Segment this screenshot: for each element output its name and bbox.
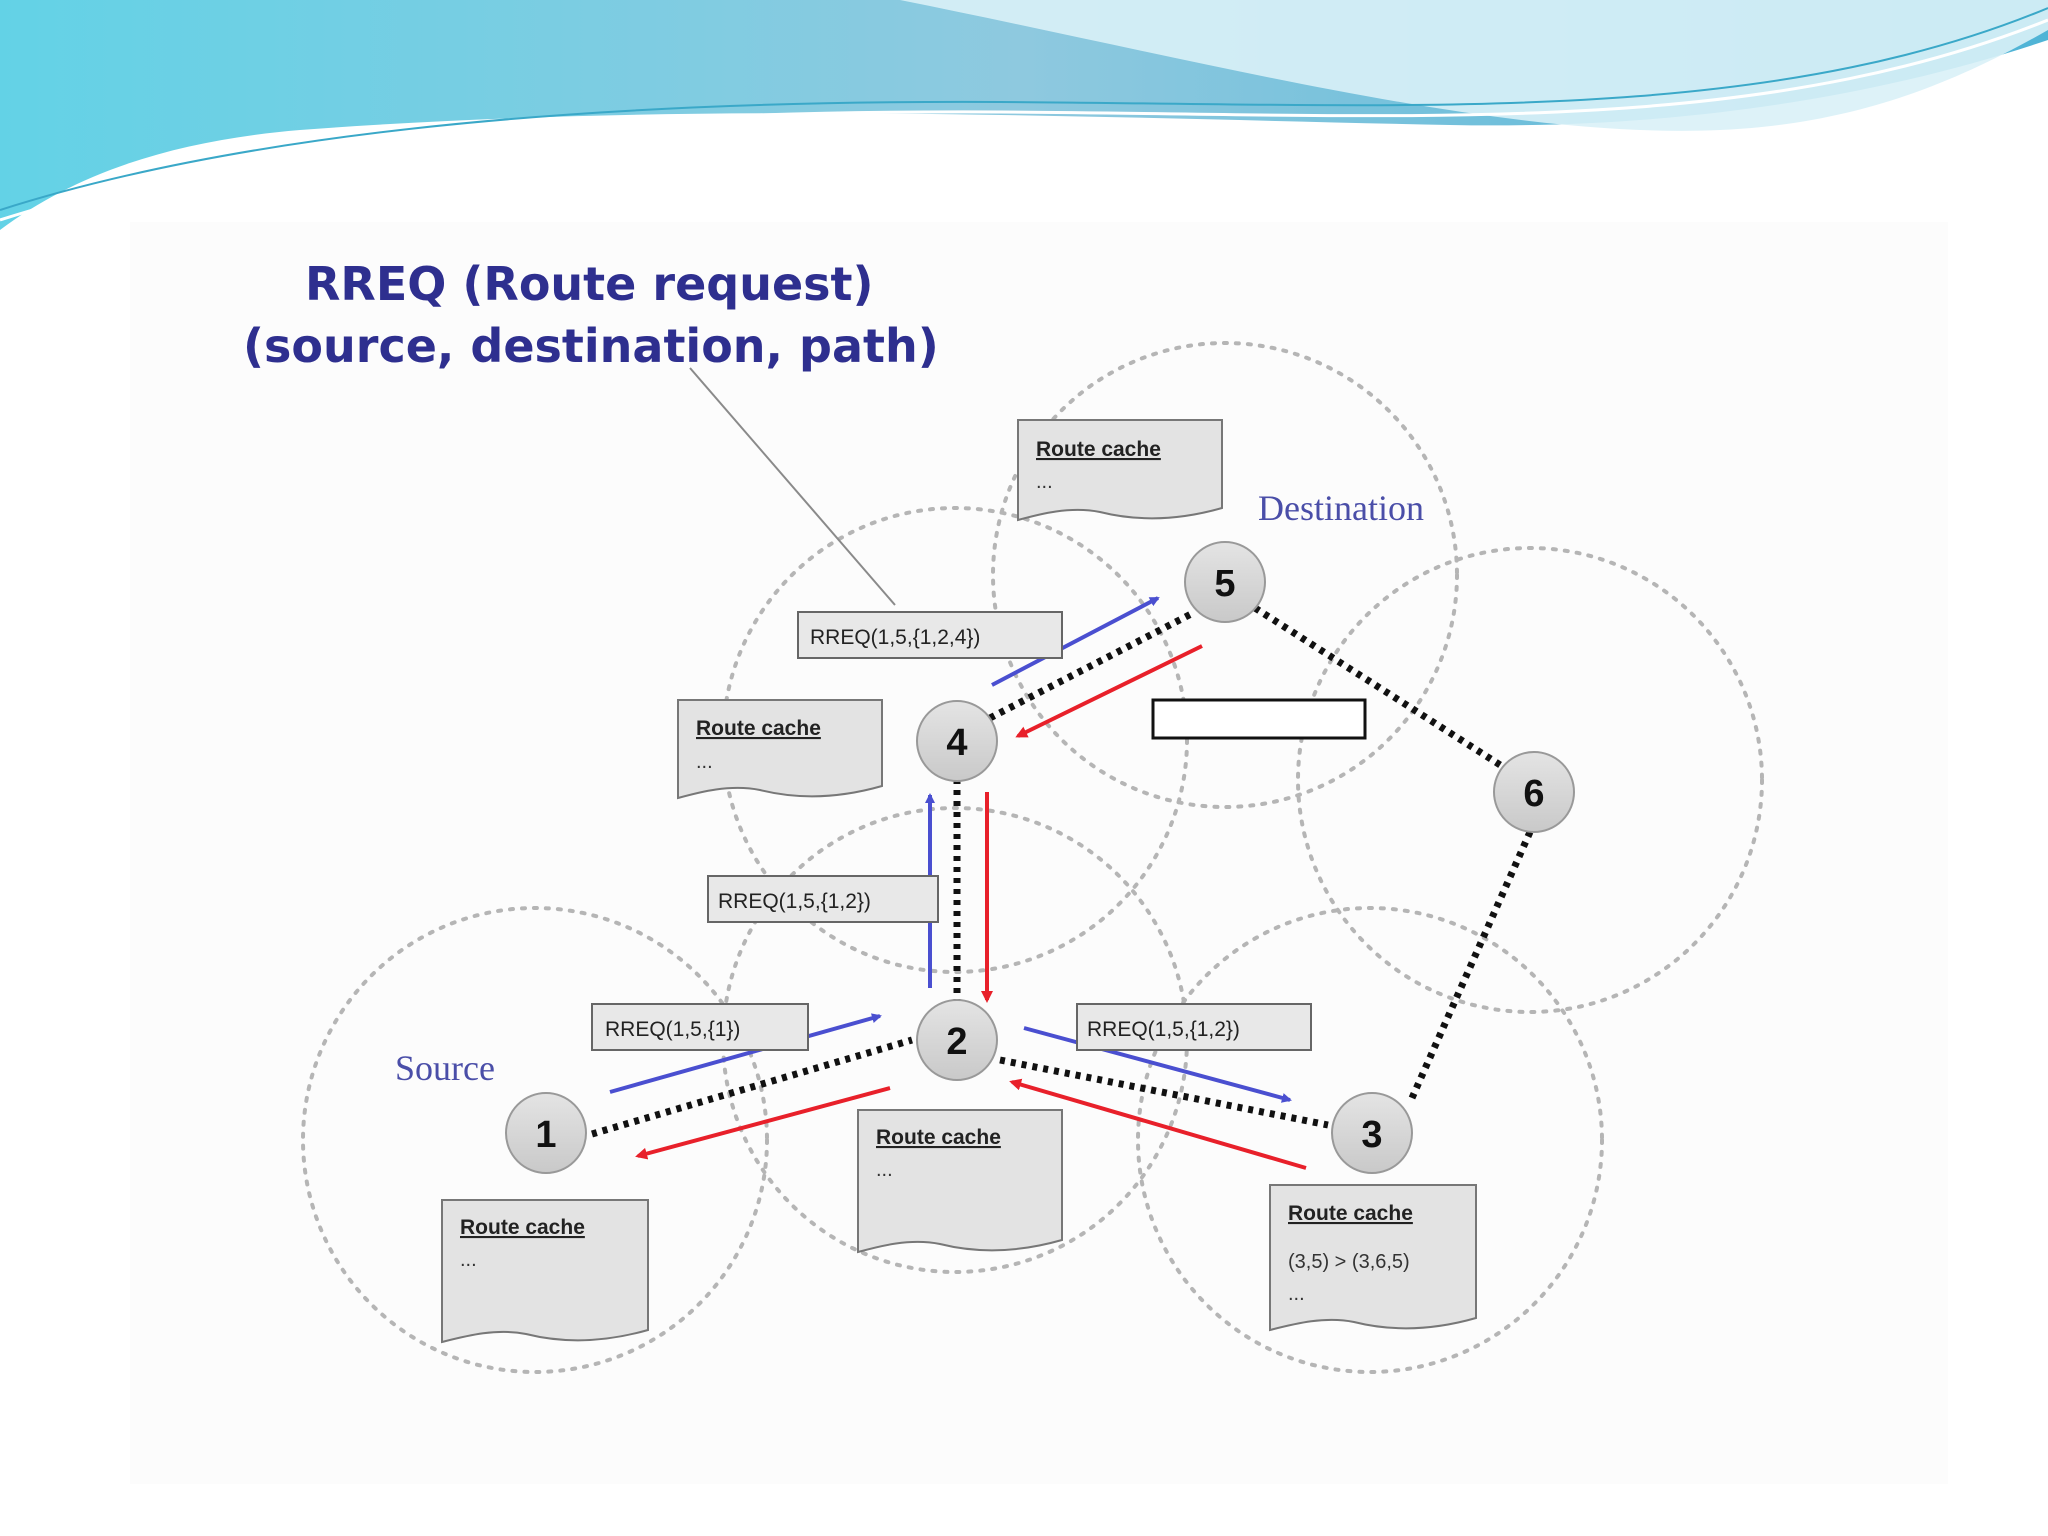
message-text: RREQ(1,5,{1}): [605, 1018, 740, 1041]
range-circle-node-5: [991, 341, 1459, 809]
reply-arrow-3-2: [1009, 1078, 1307, 1170]
route-cache-node-3: Route cache (3,5) > (3,6,5) ...: [1269, 1184, 1477, 1332]
route-cache-title: Route cache: [696, 717, 821, 740]
request-arrows: [609, 596, 1292, 1103]
route-cache-line: ...: [1288, 1283, 1305, 1305]
title-line-1: RREQ (Route request): [305, 257, 874, 311]
content-panel: [130, 222, 1948, 1484]
route-cache-line: ...: [460, 1249, 477, 1271]
request-arrow-4-5: [991, 596, 1160, 687]
reply-arrow-5-4: [1015, 644, 1203, 738]
route-cache-title: Route cache: [1036, 438, 1161, 461]
blank-box: [1151, 698, 1367, 740]
node-3: 3: [1331, 1092, 1413, 1174]
message-text: RREQ(1,5,{1,2}): [1087, 1018, 1240, 1041]
route-cache-line: (3,5) > (3,6,5): [1288, 1251, 1410, 1273]
route-cache-title: Route cache: [1288, 1202, 1413, 1225]
reply-arrows: [635, 644, 1307, 1170]
message-label-4-5: RREQ(1,5,{1,2,4}): [797, 611, 1063, 659]
message-label-1-2: RREQ(1,5,{1}): [591, 1003, 809, 1051]
route-cache-node-1: Route cache ...: [441, 1199, 649, 1344]
route-cache-line: ...: [1036, 471, 1053, 493]
path-link-1-2: [591, 1036, 913, 1138]
node-label: 1: [535, 1114, 556, 1156]
destination-label: Destination: [1258, 488, 1424, 528]
request-arrow-1-2: [609, 1013, 882, 1094]
node-label: 2: [946, 1021, 967, 1063]
message-text: RREQ(1,5,{1,2}): [718, 890, 871, 913]
node-label: 3: [1361, 1114, 1382, 1156]
node-label: 5: [1214, 563, 1235, 605]
route-cache-node-2: Route cache ...: [857, 1109, 1063, 1254]
node-label: 6: [1523, 773, 1544, 815]
range-circle-node-1: [301, 906, 769, 1374]
route-cache-title: Route cache: [876, 1126, 1001, 1149]
header-wave: [0, 0, 2048, 230]
source-label: Source: [395, 1048, 495, 1088]
range-circle-node-6: [1296, 546, 1764, 1014]
path-links: [591, 605, 1534, 1138]
request-arrow-2-3: [1023, 1026, 1292, 1103]
message-label-2-3: RREQ(1,5,{1,2}): [1076, 1003, 1312, 1051]
route-cache-node-5: Route cache ...: [1017, 419, 1223, 522]
node-2: 2: [916, 999, 998, 1081]
route-cache-line: ...: [876, 1159, 893, 1181]
route-cache-title: Route cache: [460, 1216, 585, 1239]
route-cache-line: ...: [696, 751, 713, 773]
node-1: 1: [505, 1092, 587, 1174]
message-text: RREQ(1,5,{1,2,4}): [810, 626, 980, 649]
title-pointer-line: [689, 367, 896, 606]
node-label: 4: [946, 722, 967, 764]
reply-arrow-2-1: [635, 1086, 891, 1160]
node-4: 4: [916, 700, 998, 782]
slide-title: RREQ (Route request) (source, destinatio…: [243, 257, 939, 606]
node-5: 5: [1184, 541, 1266, 623]
node-6: 6: [1493, 751, 1575, 833]
range-circle-node-4: [721, 506, 1189, 974]
message-label-2-4: RREQ(1,5,{1,2}): [707, 875, 939, 923]
title-line-2: (source, destination, path): [243, 319, 939, 373]
range-circle-node-3: [1136, 906, 1604, 1374]
path-link-2-3: [999, 1056, 1329, 1129]
network-nodes: 1 2 3 4 5 6: [505, 541, 1575, 1174]
path-link-6-3: [1408, 830, 1534, 1100]
route-cache-node-4: Route cache ...: [677, 699, 883, 800]
